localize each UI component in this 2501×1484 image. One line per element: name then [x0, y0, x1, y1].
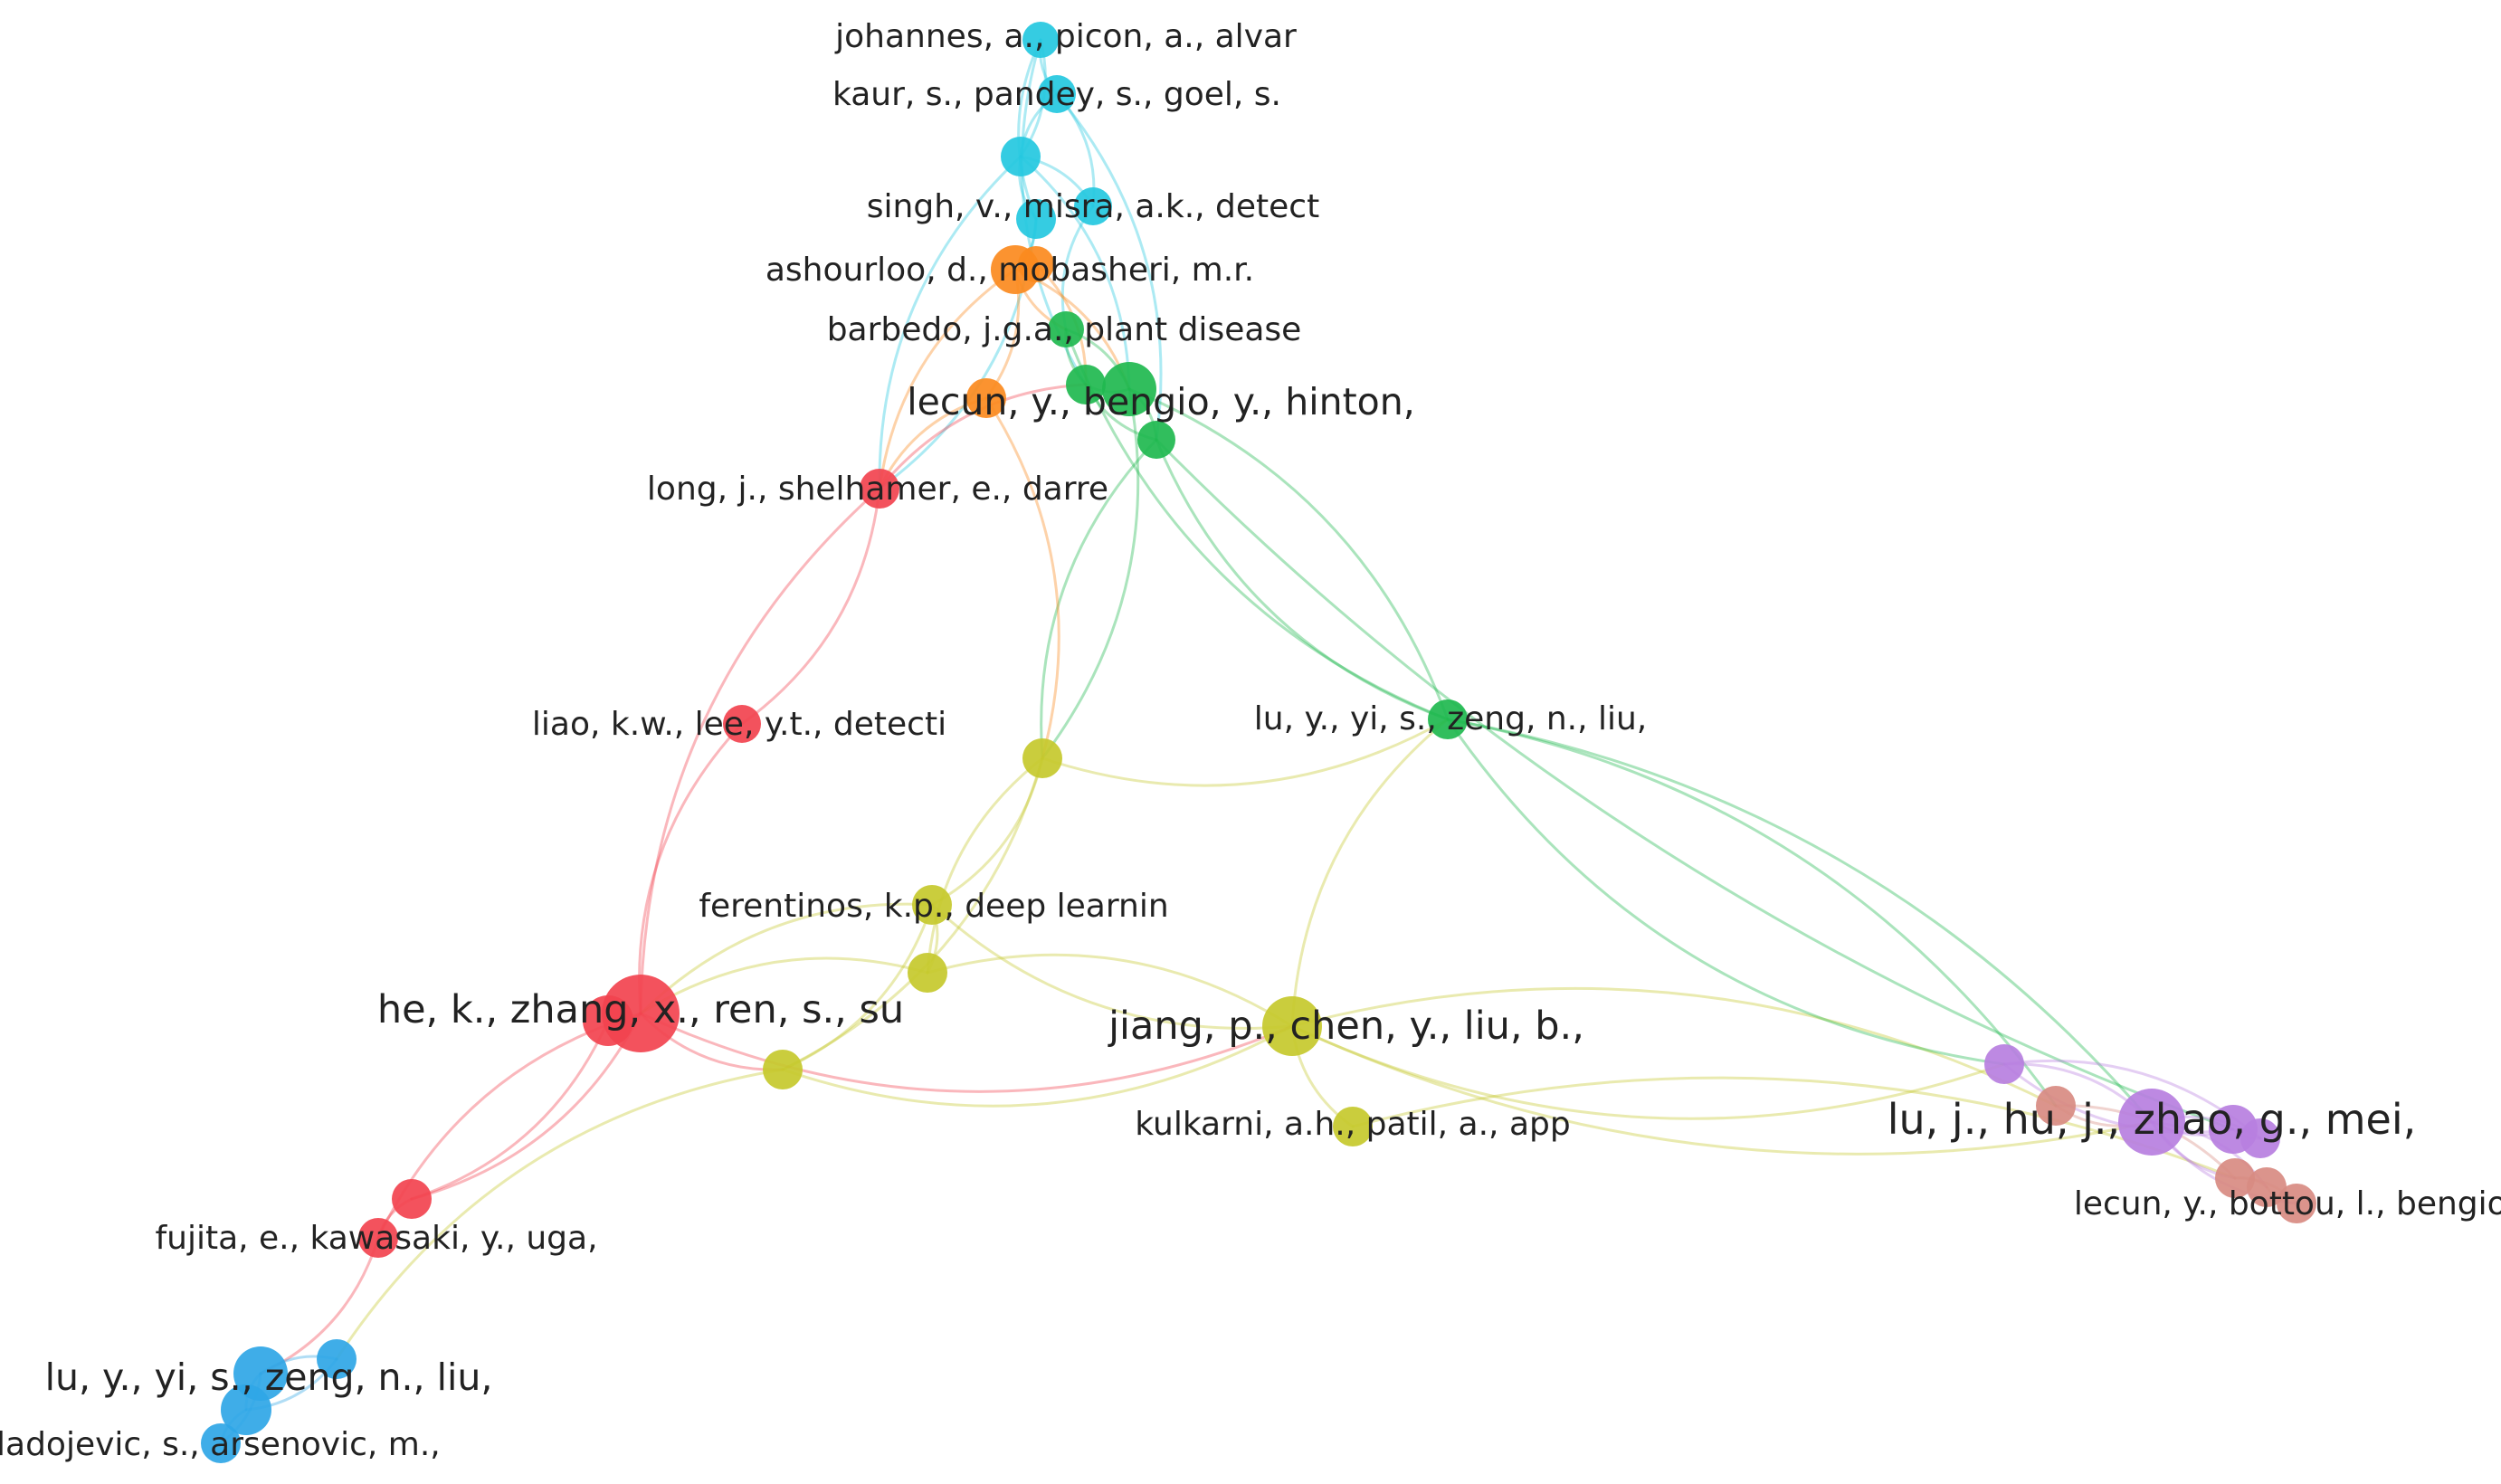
- node-kulkarni[interactable]: [1333, 1107, 1373, 1146]
- node-yellow_mid[interactable]: [908, 953, 947, 993]
- edge-jiang-lu_green: [1290, 718, 1450, 1028]
- edge-lecun_hinton-lu_green: [1127, 387, 1450, 721]
- node-yellow_top[interactable]: [1022, 738, 1062, 778]
- node-sladojevic[interactable]: [201, 1423, 241, 1463]
- node-brown3[interactable]: [2247, 1167, 2287, 1207]
- node-yellow_left[interactable]: [763, 1050, 803, 1089]
- edge-kaur-green4: [1055, 92, 1163, 442]
- edge-orange3-yellow_top: [984, 396, 1060, 760]
- edge-long-green3: [878, 383, 1088, 490]
- node-brown1[interactable]: [2036, 1086, 2076, 1126]
- edge-yellow_mid-he: [639, 956, 929, 1015]
- edge-cyan3-lecun_hinton: [1019, 155, 1131, 391]
- edge-jiang-purple1: [1290, 1024, 2006, 1120]
- node-kaur[interactable]: [1038, 75, 1076, 113]
- label-singh: singh, v., misra, a.k., detect: [867, 188, 1319, 225]
- node-green4[interactable]: [1137, 421, 1175, 459]
- node-lecun_hinton[interactable]: [1102, 362, 1156, 416]
- label-johannes: johannes, a., picon, a., alvar: [834, 18, 1297, 55]
- edge-lecun_hinton-yellow_top: [1041, 387, 1140, 760]
- node-long[interactable]: [860, 469, 899, 509]
- label-ashourloo: ashourloo, d., mobasheri, m.r.: [766, 252, 1254, 289]
- label-ferentinos: ferentinos, k.p., deep learnin: [699, 888, 1168, 925]
- label-lecun_hinton: lecun, y., bengio, y., hinton,: [907, 380, 1415, 423]
- node-cyan5[interactable]: [1016, 199, 1056, 239]
- edge-lu_green-purple1: [1446, 718, 2006, 1066]
- edge-barbedo-lu_green: [1064, 328, 1450, 721]
- edge-liao-he: [638, 722, 744, 1015]
- edge-jiang-lu_jhu: [1290, 1024, 2154, 1156]
- edge-cyan3-long: [878, 155, 1022, 490]
- edge-ferentinos-yellow_left: [781, 903, 934, 1071]
- edge-red_he2-red_low: [410, 1019, 610, 1201]
- node-singh[interactable]: [1074, 187, 1112, 225]
- node-fujita[interactable]: [358, 1218, 398, 1258]
- edge-jiang-brown1: [1290, 986, 2058, 1108]
- edge-he-red_low: [410, 1012, 642, 1201]
- node-jiang[interactable]: [1262, 996, 1322, 1056]
- edge-lu_green-lu_jhu: [1446, 718, 2154, 1124]
- edge-purple1-purple3: [2002, 1062, 2235, 1134]
- edge-kulkarni-brown2: [1351, 1076, 2237, 1180]
- label-fujita: fujita, e., kawasaki, y., uga,: [155, 1220, 597, 1257]
- label-sladojevic: sladojevic, s., arsenovic, m.,: [0, 1426, 441, 1463]
- label-he: he, k., zhang, x., ren, s., su: [377, 987, 904, 1032]
- label-lecun_bottou: lecun, y., bottou, l., bengio,: [2074, 1185, 2501, 1222]
- edge-yellow_top-ferentinos: [930, 756, 1044, 907]
- node-johannes[interactable]: [1022, 22, 1059, 58]
- label-lu_jhu: lu, j., hu, j., zhao, g., mei,: [1888, 1095, 2416, 1144]
- edge-yellow_mid-jiang: [926, 953, 1294, 1028]
- edge-jiang-yellow_left: [781, 1024, 1294, 1108]
- edge-ashourloo-long: [878, 268, 1017, 490]
- node-purple4[interactable]: [2240, 1118, 2280, 1158]
- edge-johannes-cyan5: [1017, 38, 1042, 221]
- label-jiang: jiang, p., chen, y., liu, b.,: [1108, 1004, 1584, 1049]
- node-blue1[interactable]: [317, 1339, 357, 1379]
- edge-yellow_left-blue1: [335, 1068, 785, 1361]
- node-ferentinos[interactable]: [912, 885, 952, 925]
- label-barbedo: barbedo, j.g.a., plant disease: [827, 311, 1302, 348]
- node-green3[interactable]: [1066, 365, 1106, 404]
- edge-ferentinos-jiang: [930, 903, 1294, 1030]
- edge-green4-purple3: [1155, 438, 2235, 1131]
- node-blue3[interactable]: [221, 1384, 271, 1435]
- edge-lu_green-brown1: [1446, 718, 2058, 1108]
- edge-yellow_top-lu_green: [1041, 718, 1450, 787]
- nodes-layer: [201, 22, 2316, 1463]
- node-purple1[interactable]: [1984, 1044, 2024, 1084]
- edge-long-liao: [740, 487, 881, 726]
- label-lu_blue: lu, y., yi, s., zeng, n., liu,: [45, 1356, 493, 1399]
- node-orange2[interactable]: [1018, 246, 1054, 282]
- label-long: long, j., shelhamer, e., darre: [647, 471, 1108, 508]
- node-barbedo[interactable]: [1048, 311, 1084, 347]
- label-kulkarni: kulkarni, a.h., patil, a., app: [1135, 1106, 1570, 1143]
- node-cyan3[interactable]: [1001, 137, 1041, 176]
- label-kaur: kaur, s., pandey, s., goel, s.: [832, 76, 1281, 113]
- node-liao[interactable]: [723, 705, 761, 743]
- node-lu_jhu[interactable]: [2118, 1089, 2185, 1156]
- edge-green4-lu_green: [1155, 438, 1450, 721]
- edge-long-he: [639, 487, 881, 1015]
- edge-green4-yellow_top: [1040, 438, 1158, 760]
- node-lu_green[interactable]: [1428, 699, 1468, 739]
- node-red_low[interactable]: [392, 1179, 432, 1219]
- edge-yellow_top-yellow_left: [781, 756, 1044, 1071]
- label-lu_green: lu, y., yi, s., zeng, n., liu,: [1254, 700, 1648, 737]
- labels-layer: johannes, a., picon, a., alvar kaur, s., …: [0, 18, 2501, 1463]
- edge-ferentinos-he: [639, 902, 934, 1015]
- edge-yellow_top-yellow_mid: [926, 756, 1044, 975]
- node-red_he2[interactable]: [583, 995, 633, 1046]
- node-lecun_bottou[interactable]: [2277, 1184, 2316, 1223]
- node-brown2[interactable]: [2215, 1158, 2255, 1198]
- edge-he-jiang: [639, 1012, 1294, 1093]
- node-orange3[interactable]: [966, 378, 1006, 418]
- label-liao: liao, k.w., lee, y.t., detecti: [532, 706, 946, 743]
